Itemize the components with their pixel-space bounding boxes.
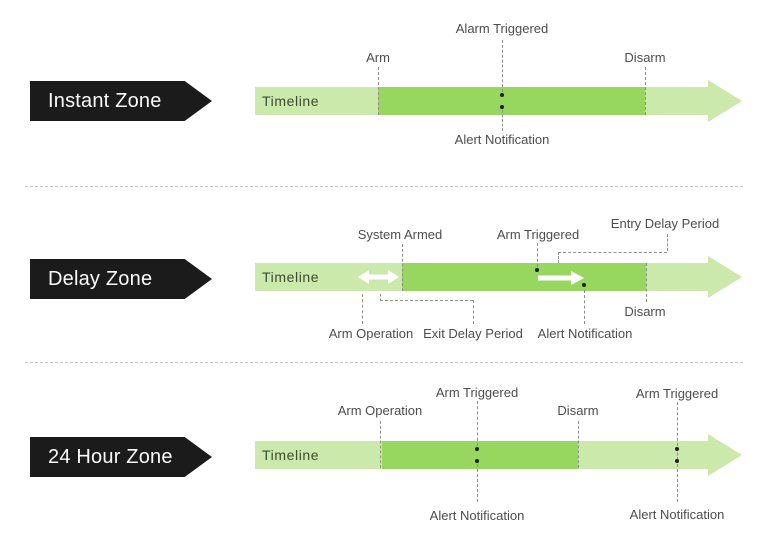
delay-zone-banner: Delay Zone bbox=[30, 259, 212, 299]
alert-notification-dot bbox=[475, 459, 479, 463]
24-hour-timeline-bar bbox=[255, 441, 710, 469]
instant-zone-banner: Instant Zone bbox=[30, 81, 212, 121]
alert-notification-connector-line bbox=[502, 110, 503, 131]
delay-zone-banner-label: Delay Zone bbox=[48, 268, 153, 290]
arm-operation-connector-line bbox=[362, 294, 363, 324]
alert-notification-connector-line bbox=[477, 464, 478, 502]
entry-delay-bracket-line bbox=[558, 252, 667, 253]
arm-triggered-dot bbox=[675, 447, 679, 451]
24-hour-timeline-label: Timeline bbox=[262, 447, 320, 463]
section-divider bbox=[25, 362, 743, 363]
alert-notification-dot bbox=[675, 459, 679, 463]
timeline-arrowhead-icon bbox=[708, 256, 742, 298]
entry-delay-period-label: Entry Delay Period bbox=[610, 216, 720, 231]
disarm-label: Disarm bbox=[557, 403, 599, 418]
arm-triggered-label: Arm Triggered bbox=[635, 386, 719, 401]
disarm-connector-line bbox=[645, 67, 646, 115]
alarm-triggered-dot bbox=[500, 93, 504, 97]
arm-operation-label: Arm Operation bbox=[328, 326, 414, 341]
entry-delay-right-arrow-icon bbox=[538, 270, 584, 286]
delay-timeline-label: Timeline bbox=[262, 269, 320, 285]
disarm-connector-line bbox=[578, 421, 579, 468]
24-hour-armed-segment bbox=[382, 441, 578, 469]
instant-zone-banner-label: Instant Zone bbox=[48, 90, 162, 112]
entry-delay-bracket-line bbox=[667, 234, 668, 251]
entry-delay-bracket-line bbox=[558, 252, 559, 263]
alert-notification-connector-line bbox=[677, 464, 678, 502]
alert-notification-label: Alert Notification bbox=[629, 507, 725, 522]
section-divider bbox=[25, 186, 743, 187]
alarm-triggered-connector-line bbox=[502, 40, 503, 92]
arm-operation-connector-line bbox=[380, 421, 381, 468]
alert-notification-label: Alert Notification bbox=[429, 508, 525, 523]
arm-triggered-label: Arm Triggered bbox=[435, 385, 519, 400]
arm-operation-label: Arm Operation bbox=[337, 403, 423, 418]
alert-notification-dot bbox=[582, 283, 586, 287]
arm-triggered-dot bbox=[475, 447, 479, 451]
alert-notification-label: Alert Notification bbox=[537, 326, 633, 341]
alarm-triggered-label: Alarm Triggered bbox=[455, 21, 549, 36]
instant-timeline-bar bbox=[255, 87, 710, 115]
instant-armed-segment bbox=[378, 87, 645, 115]
exit-delay-bracket-line bbox=[380, 300, 473, 301]
exit-delay-double-arrow-icon bbox=[358, 269, 399, 285]
disarm-connector-line bbox=[646, 263, 647, 302]
exit-delay-period-label: Exit Delay Period bbox=[423, 326, 523, 341]
24-hour-zone-banner: 24 Hour Zone bbox=[30, 437, 212, 477]
arm-triggered-dot bbox=[535, 268, 539, 272]
disarm-label: Disarm bbox=[624, 50, 666, 65]
24-hour-zone-banner-label: 24 Hour Zone bbox=[48, 446, 173, 468]
disarm-label: Disarm bbox=[624, 304, 666, 319]
arm-triggered-connector-line bbox=[677, 448, 678, 460]
alert-notification-connector-line bbox=[584, 290, 585, 324]
system-armed-label: System Armed bbox=[357, 227, 443, 242]
instant-timeline-label: Timeline bbox=[262, 93, 320, 109]
exit-delay-bracket-line bbox=[380, 294, 381, 301]
alert-notification-dot bbox=[500, 105, 504, 109]
arm-label: Arm bbox=[366, 50, 390, 65]
timeline-arrowhead-icon bbox=[708, 80, 742, 122]
timeline-arrowhead-icon bbox=[708, 434, 742, 476]
arm-triggered-label: Arm Triggered bbox=[496, 227, 580, 242]
arm-triggered-connector-line bbox=[477, 401, 478, 446]
arm-connector-line bbox=[378, 67, 379, 115]
system-armed-connector-line bbox=[402, 244, 403, 291]
arm-triggered-connector-line bbox=[537, 243, 538, 267]
alert-notification-label: Alert Notification bbox=[454, 132, 550, 147]
arm-triggered-connector-line bbox=[677, 402, 678, 446]
delay-armed-segment bbox=[402, 263, 646, 291]
exit-delay-bracket-line bbox=[473, 300, 474, 324]
delay-timeline-bar bbox=[255, 263, 710, 291]
